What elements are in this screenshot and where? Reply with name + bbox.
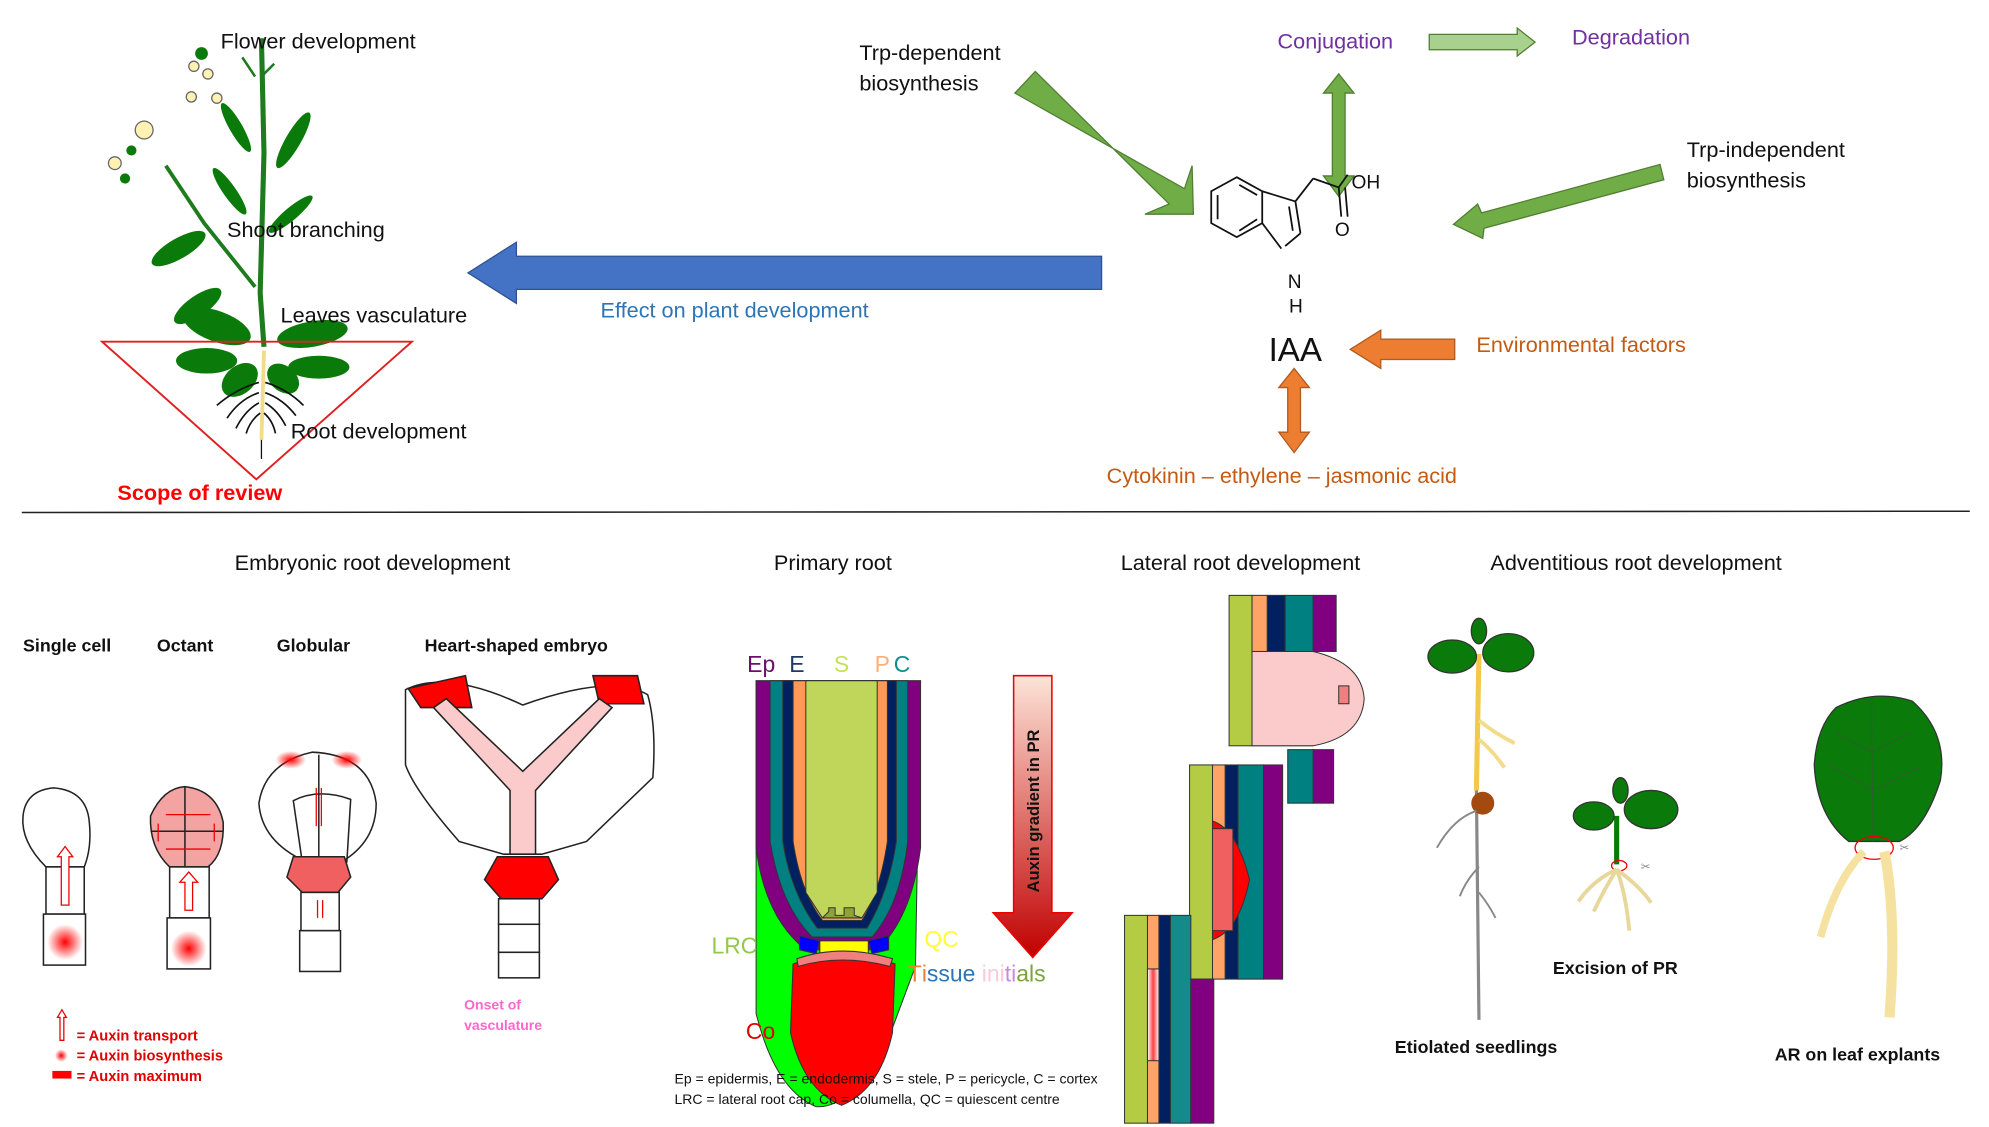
- abbrev-note-1: Ep = epidermis, E = endodermis, S = stel…: [675, 1071, 1098, 1087]
- molecule-o: O: [1335, 220, 1350, 241]
- auxin-maximum-icon: [52, 1070, 72, 1079]
- caption-excision-of-pr: Excision of PR: [1553, 958, 1678, 978]
- conjugation-arrow: [1322, 72, 1356, 198]
- lateral-root-stage-2: [1189, 764, 1284, 980]
- stage-heart-shaped: Heart-shaped embryo: [425, 635, 608, 655]
- legend-auxin-biosynthesis: = Auxin biosynthesis: [77, 1049, 223, 1065]
- label-trp-independent-2: biosynthesis: [1687, 167, 1806, 192]
- stage-octant: Octant: [157, 635, 214, 655]
- label-co: Co: [746, 1018, 775, 1044]
- legend-auxin-transport: = Auxin transport: [77, 1028, 198, 1044]
- trp-dependent-arrow: [1013, 70, 1195, 215]
- caption-etiolated-seedlings: Etiolated seedlings: [1395, 1037, 1558, 1057]
- label-onset-2: vasculature: [464, 1017, 542, 1033]
- label-conjugation: Conjugation: [1278, 28, 1394, 53]
- excision-seedling: ✂: [1572, 777, 1679, 931]
- molecule-n: N: [1288, 272, 1302, 293]
- primary-root-diagram: [755, 680, 922, 1108]
- label-leaves-vasculature: Leaves vasculature: [281, 303, 468, 328]
- etiolated-seedling: [1427, 617, 1535, 1020]
- label-auxin-gradient: Auxin gradient in PR: [1024, 730, 1043, 893]
- label-hormones: Cytokinin – ethylene – jasmonic acid: [1107, 463, 1457, 488]
- label-tissue-initials: Tissue initials: [908, 961, 1046, 987]
- title-lateral-root: Lateral root development: [1121, 550, 1361, 575]
- lateral-root-stage-3: [1228, 594, 1365, 804]
- embryo-heart-shaped: [404, 674, 655, 979]
- auxin-gradient-arrow: [991, 674, 1074, 959]
- iaa-molecule: [1210, 174, 1349, 250]
- embryo-legend: = Auxin transport = Auxin biosynthesis =…: [52, 1008, 223, 1085]
- lateral-root-stage-1: [1124, 914, 1215, 1124]
- label-flower-development: Flower development: [221, 28, 416, 53]
- molecule-h: H: [1289, 296, 1303, 317]
- label-qc: QC: [924, 926, 958, 952]
- embryo-globular: [258, 750, 377, 973]
- auxin-transport-icon: [56, 1008, 68, 1041]
- label-root-development: Root development: [291, 419, 467, 444]
- title-embryonic-root: Embryonic root development: [235, 550, 511, 575]
- scope-triangle: [99, 340, 415, 481]
- section-divider: [21, 510, 1970, 514]
- environmental-arrow: [1348, 329, 1456, 370]
- embryo-single-cell: [22, 787, 91, 966]
- degradation-arrow: [1428, 26, 1537, 58]
- label-trp-dependent-2: biosynthesis: [859, 71, 978, 96]
- label-trp-dependent-1: Trp-dependent: [859, 40, 1000, 65]
- stage-globular: Globular: [277, 635, 350, 655]
- effect-arrow: [466, 241, 1103, 305]
- layer-label-ep: Ep: [747, 651, 775, 677]
- label-degradation: Degradation: [1572, 25, 1690, 50]
- title-primary-root: Primary root: [774, 550, 892, 575]
- label-lrc: LRC: [711, 933, 757, 959]
- label-trp-independent-1: Trp-independent: [1687, 137, 1845, 162]
- abbrev-note-2: LRC = lateral root cap, Co = columella, …: [675, 1091, 1060, 1107]
- arabidopsis-plant: [107, 38, 350, 459]
- layer-label-p: P: [875, 651, 890, 677]
- molecule-name-iaa: IAA: [1269, 332, 1323, 369]
- leaf-explant: ✂: [1813, 695, 1943, 1018]
- auxin-biosynthesis-icon: [54, 1049, 68, 1062]
- label-shoot-branching: Shoot branching: [227, 217, 385, 242]
- caption-ar-on-leaf-explants: AR on leaf explants: [1775, 1045, 1941, 1065]
- title-adventitious-root: Adventitious root development: [1490, 550, 1781, 575]
- trp-independent-arrow: [1452, 163, 1665, 240]
- legend-auxin-maximum: = Auxin maximum: [77, 1069, 202, 1085]
- embryo-octant: [149, 785, 224, 970]
- label-onset-1: Onset of: [464, 997, 521, 1013]
- scissors-icon: ✂: [1641, 862, 1651, 874]
- label-scope-of-review: Scope of review: [117, 480, 282, 505]
- layer-label-e: E: [789, 651, 804, 677]
- stage-single-cell: Single cell: [23, 635, 111, 655]
- label-environmental-factors: Environmental factors: [1476, 332, 1686, 357]
- layer-label-s: S: [834, 651, 849, 677]
- molecule-oh: OH: [1351, 173, 1380, 194]
- hormone-crosstalk-arrow: [1277, 367, 1311, 454]
- scissors-icon: ✂: [1900, 843, 1910, 855]
- layer-label-c: C: [894, 651, 911, 677]
- label-effect-on-plant-development: Effect on plant development: [601, 297, 869, 322]
